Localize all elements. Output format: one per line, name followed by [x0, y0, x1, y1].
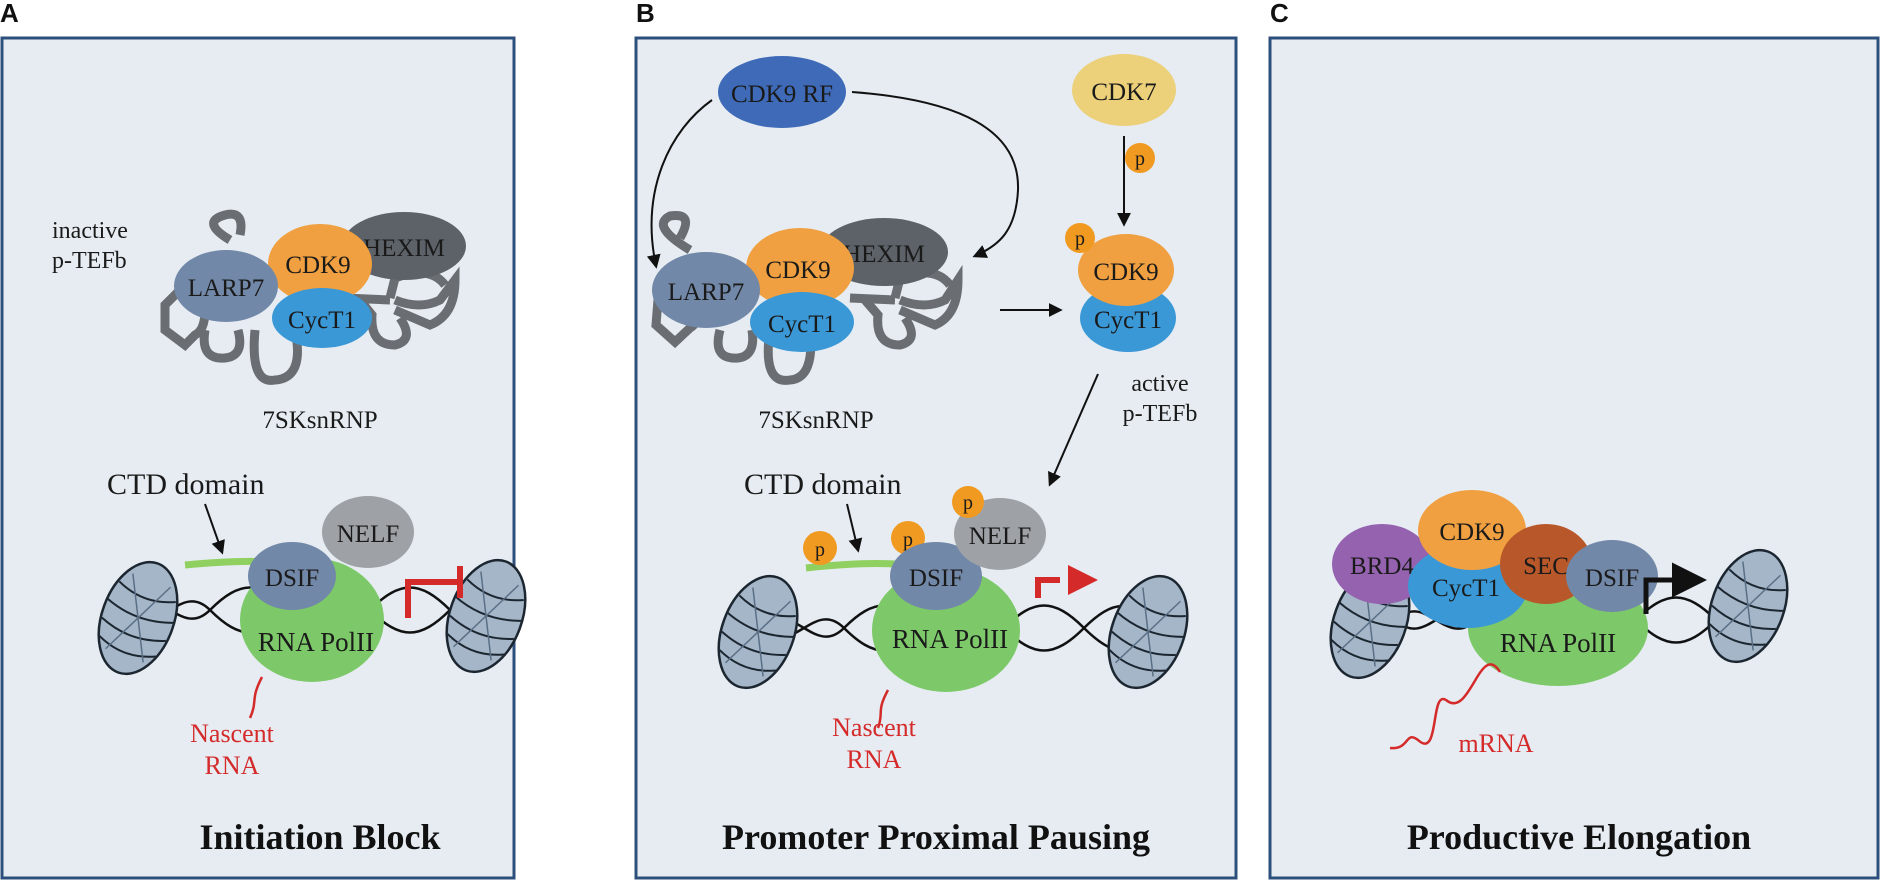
elongation-arrow [1643, 562, 1707, 614]
brd4-label: BRD4 [1350, 553, 1414, 580]
rna-polii-label: RNA PolII [258, 627, 374, 657]
panel-c: C RNA PolII BRD4 CycT1 CDK9 SEC DSIF mRN… [1268, 0, 1880, 880]
nascent-rna-strand [248, 676, 264, 719]
nelf-label: NELF [969, 523, 1032, 550]
rna-polii-label: RNA PolII [1500, 628, 1616, 658]
ptefb-label: p-TEFb [52, 248, 127, 274]
ctd-domain-label: CTD domain [744, 468, 902, 501]
cdk9-node [746, 228, 854, 308]
nelf-label: NELF [337, 521, 400, 548]
dsif-label: DSIF [1585, 565, 1639, 592]
hexim-label: HEXIM [363, 235, 445, 262]
panel-a-letter: A [0, 0, 19, 28]
cyct1-label: CycT1 [768, 311, 836, 338]
cdk9-node [1418, 490, 1526, 570]
ctd-tail [805, 560, 897, 572]
cyct1-node [750, 292, 854, 352]
nascent-label: Nascent [190, 719, 275, 748]
cdk9rf-node [718, 56, 846, 128]
phospho-label: p [815, 539, 825, 561]
nascent-label: Nascent [832, 713, 917, 742]
phospho-label: p [1135, 148, 1145, 170]
pause-arrow [1035, 580, 1092, 598]
panel-a-title: Initiation Block [199, 817, 440, 857]
cdk7-node [1072, 54, 1176, 126]
phospho-label: p [1075, 228, 1085, 250]
panel-c-title: Productive Elongation [1407, 817, 1751, 857]
panel-a: A inactive p-TEFb HEXIM CDK9 CycT1 LARP7… [0, 0, 541, 880]
phospho-icon [1125, 143, 1155, 173]
panel-b-title: Promoter Proximal Pausing [722, 817, 1150, 857]
panel-b-frame [634, 36, 1238, 880]
panel-b-letter: B [636, 0, 655, 28]
larp7-node [652, 252, 760, 328]
rna-label: RNA [847, 745, 902, 774]
nelf-node [954, 498, 1046, 570]
dsif-node [1566, 540, 1658, 612]
dsif-node [890, 542, 982, 610]
panel-c-letter: C [1270, 0, 1289, 28]
larp7-label: LARP7 [188, 275, 264, 302]
panel-a-frame [0, 36, 516, 880]
cdk9-label: CDK9 [765, 257, 830, 284]
cdk7-label: CDK7 [1091, 79, 1156, 106]
cdk9rf-to-larp7-arrow [646, 99, 713, 269]
larp7-node [174, 250, 278, 322]
cdk9rf-to-hexim-arrow [851, 91, 1020, 258]
rna-label: RNA [205, 751, 260, 780]
ptefb-to-polii-arrow [1048, 373, 1099, 487]
nascent-rna-strand [876, 689, 890, 729]
phospho-label: p [963, 492, 973, 514]
active-label: active [1131, 371, 1188, 397]
cyct1-label: CycT1 [288, 307, 356, 334]
ctd-pointer-arrow [846, 503, 863, 553]
cdk9-label: CDK9 [285, 252, 350, 279]
dsif-node [248, 542, 336, 610]
active-ptefb-label: p-TEFb [1123, 401, 1198, 427]
phospho-icon [952, 486, 984, 518]
active-cdk9-node [1078, 234, 1174, 306]
block-symbol [405, 566, 463, 618]
hexim-node [342, 212, 466, 280]
brd4-node [1332, 524, 1432, 604]
mrna-strand [1389, 663, 1502, 750]
inactive-label: inactive [52, 218, 128, 244]
cyct1-label: CycT1 [1432, 575, 1500, 602]
phospho-label: p [903, 529, 913, 551]
phospho-icon [803, 531, 837, 565]
cdk9rf-label: CDK9 RF [731, 81, 833, 108]
sec-label: SEC [1523, 553, 1569, 580]
panel-b: B CDK9 RF CDK7 p HEXIM CDK9 CycT1 LARP7 … [634, 0, 1238, 880]
dsif-label: DSIF [909, 565, 963, 592]
cdk9-node [268, 224, 372, 304]
phospho-icon [1065, 223, 1095, 253]
active-cyct1-label: CycT1 [1094, 307, 1162, 334]
active-cdk9-label: CDK9 [1093, 259, 1158, 286]
hexim-label: HEXIM [843, 241, 925, 268]
cyct1-node [272, 288, 372, 348]
cdk9-label: CDK9 [1439, 519, 1504, 546]
larp7-label: LARP7 [668, 279, 744, 306]
panel-c-frame [1268, 36, 1880, 880]
7sksnrnp-label: 7SKsnRNP [262, 407, 377, 434]
mrna-label: mRNA [1458, 729, 1533, 758]
7sksnrnp-label: 7SKsnRNP [758, 407, 873, 434]
dsif-label: DSIF [265, 565, 319, 592]
rna-polii-label: RNA PolII [892, 624, 1008, 654]
nelf-node [322, 496, 414, 568]
ctd-pointer-arrow [204, 503, 225, 555]
ctd-domain-label: CTD domain [107, 468, 265, 501]
